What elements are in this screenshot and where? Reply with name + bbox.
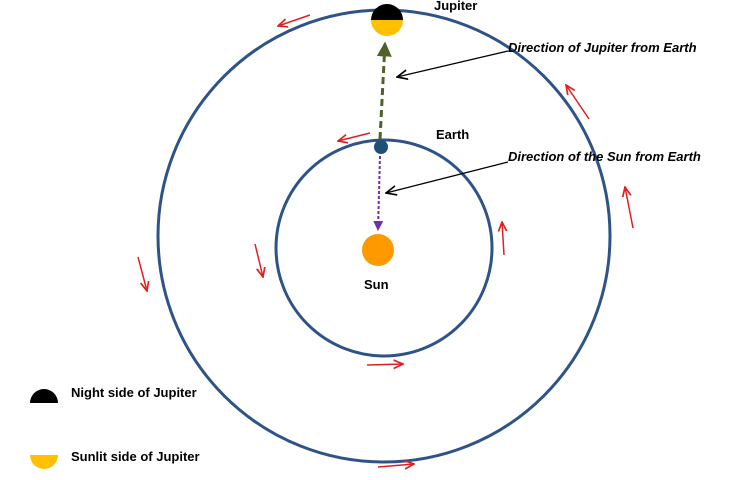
sunlit-side-legend-icon	[30, 455, 58, 469]
earth-label: Earth	[436, 127, 469, 142]
motion-arrow	[625, 187, 634, 229]
night-side-legend-label: Night side of Jupiter	[71, 385, 197, 400]
sunlit-side-legend-label: Sunlit side of Jupiter	[71, 449, 200, 464]
motion-arrow	[566, 85, 590, 120]
sun-direction-annotation: Direction of the Sun from Earth	[508, 149, 701, 164]
earth-to-jupiter-line	[376, 41, 392, 140]
earth-to-sun-line	[373, 155, 384, 231]
sun-icon	[362, 234, 394, 266]
jupiter-icon	[371, 4, 403, 36]
sun-direction-pointer	[386, 161, 509, 193]
earth-icon	[374, 140, 388, 154]
motion-arrow	[338, 132, 371, 141]
earth-orbit	[274, 138, 494, 358]
night-side-legend-icon	[30, 389, 58, 403]
sun-label: Sun	[364, 277, 389, 292]
motion-arrow	[377, 464, 414, 467]
jupiter-label: Jupiter	[434, 0, 477, 13]
motion-arrow	[366, 364, 403, 365]
jupiter-direction-pointer	[397, 50, 509, 77]
jupiter-direction-annotation: Direction of Jupiter from Earth	[508, 40, 697, 55]
motion-arrow	[278, 14, 311, 26]
motion-arrow	[137, 256, 147, 291]
motion-arrow	[502, 222, 504, 256]
motion-arrow	[254, 243, 263, 277]
